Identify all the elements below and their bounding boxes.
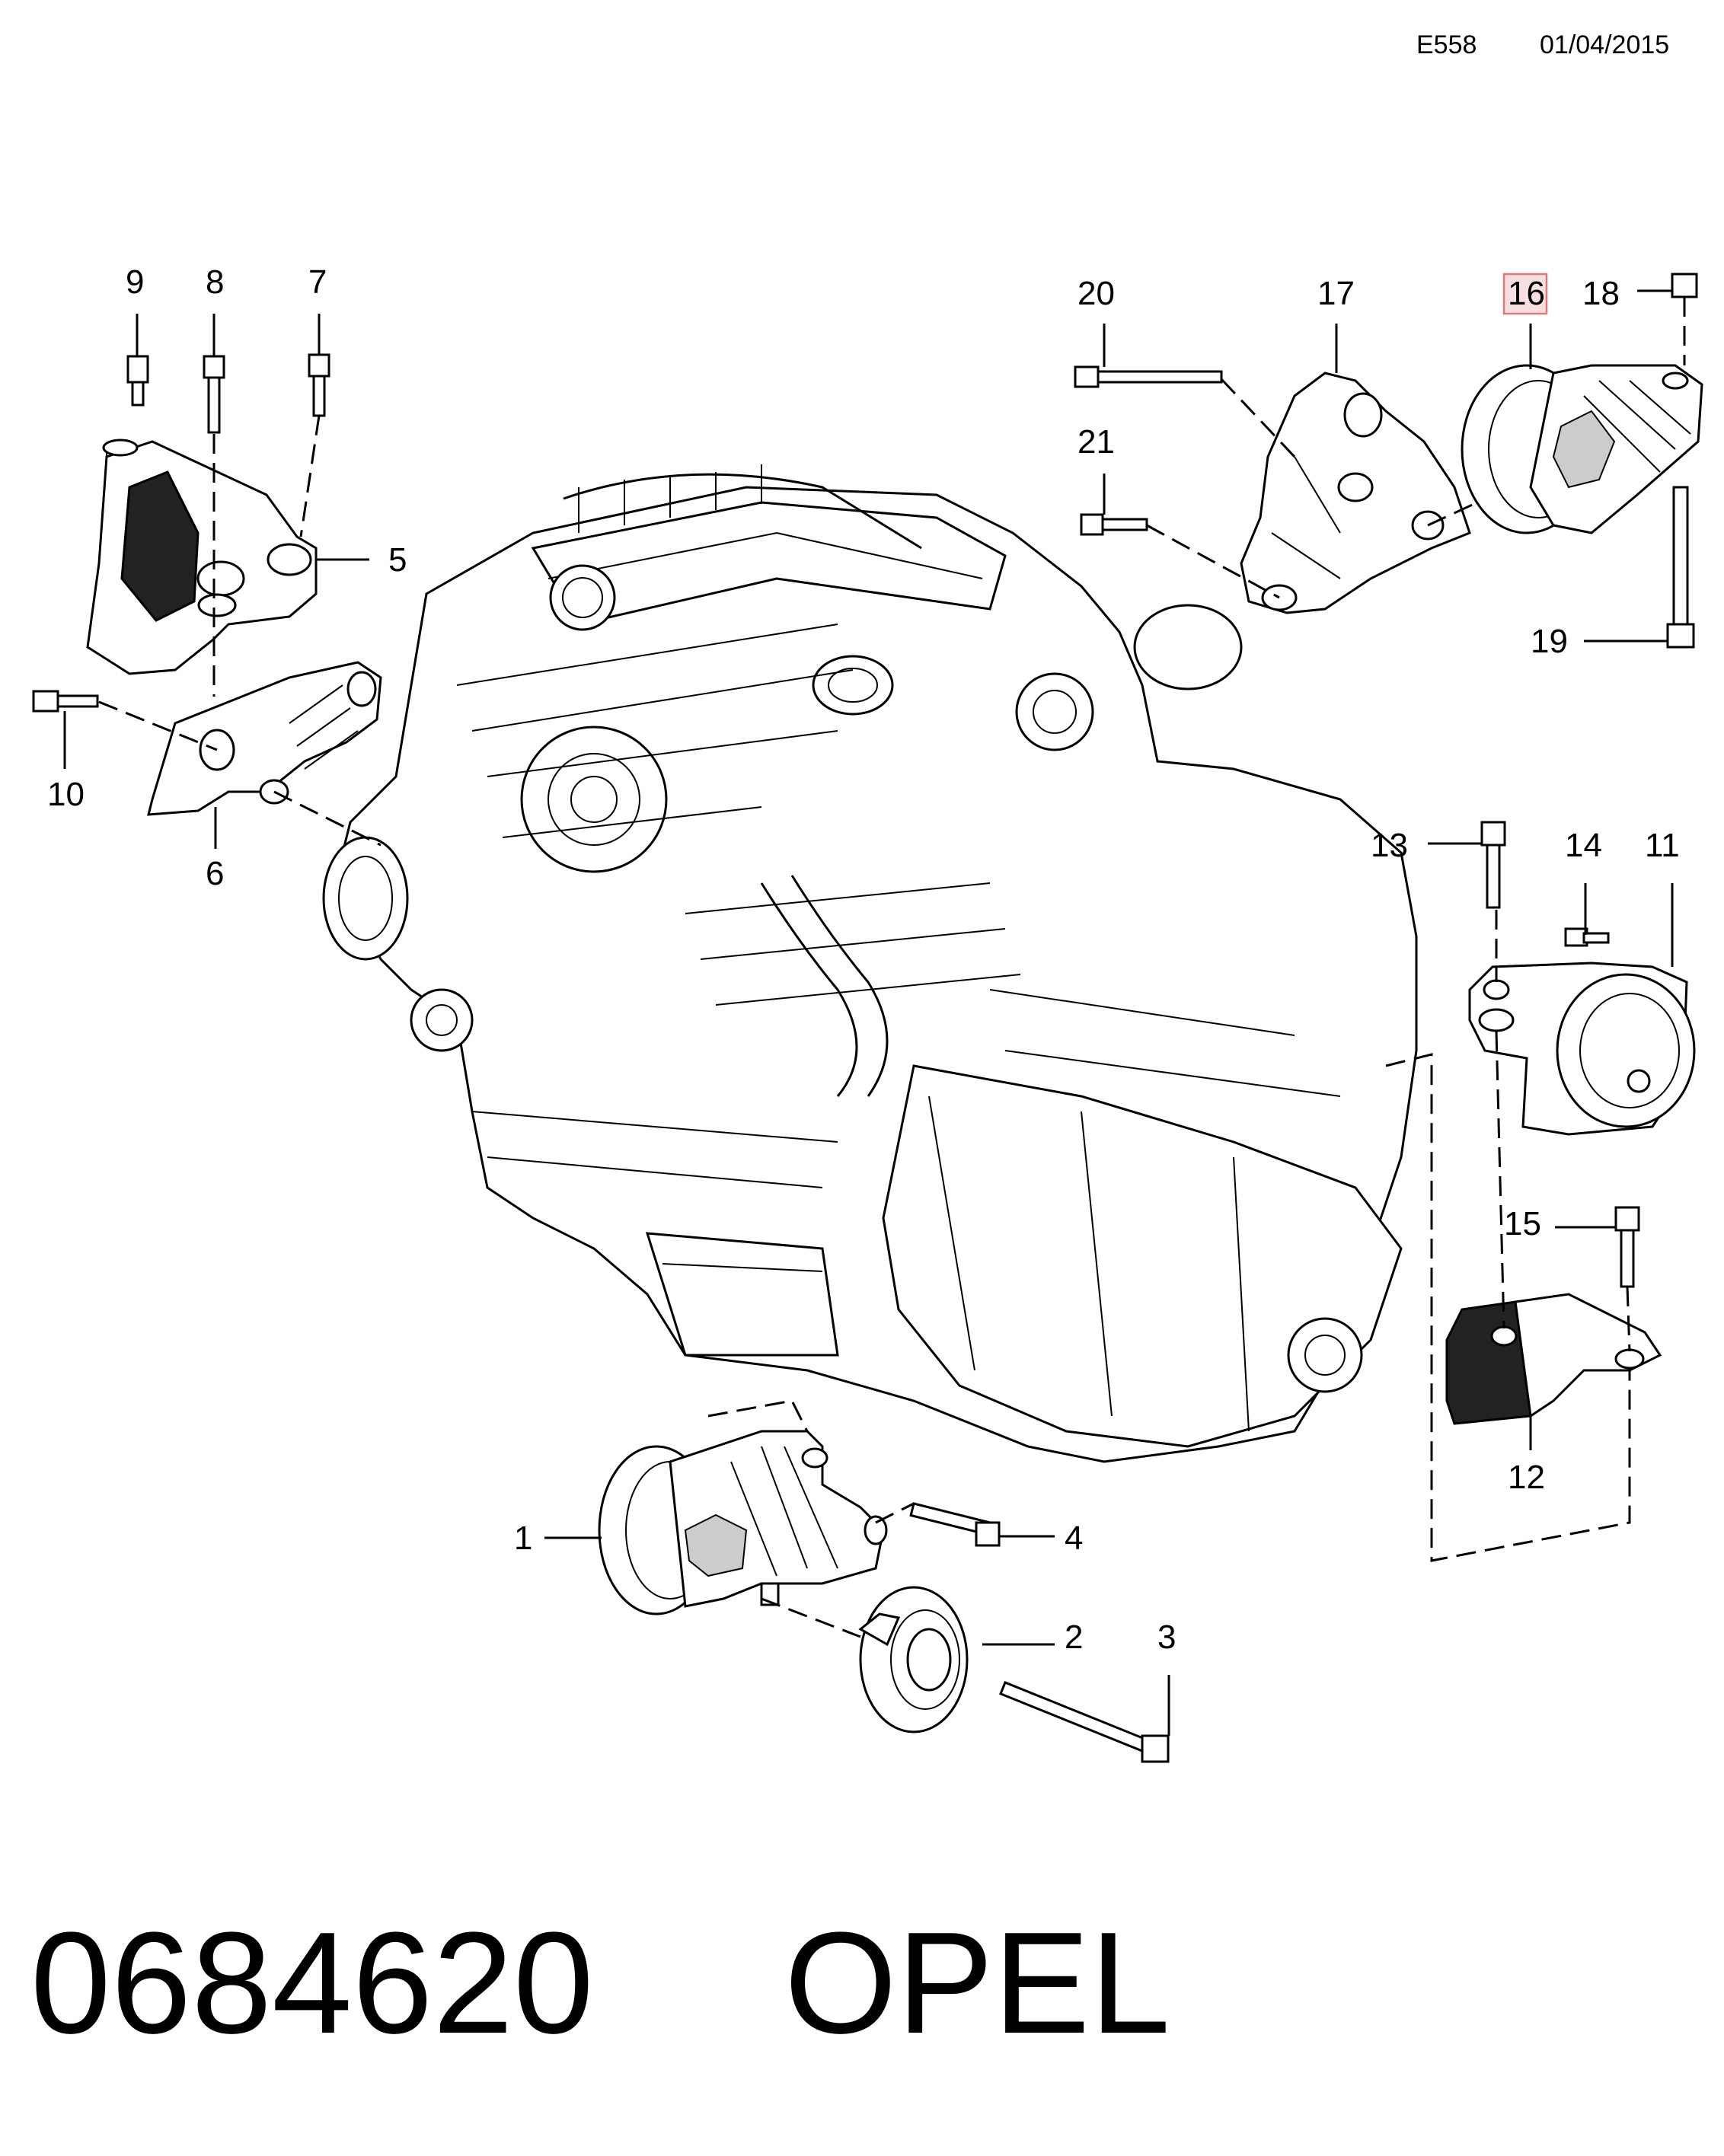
callout-17: 17: [1317, 275, 1355, 312]
callout-5: 5: [388, 541, 407, 579]
transmission-mount-12: [1445, 1293, 1662, 1425]
callout-3: 3: [1157, 1619, 1176, 1656]
callout-labels: 1 2 3 4 5 6 7 8 9 10 11 12 13 14 15 16 1…: [47, 263, 1680, 1656]
callout-13: 13: [1371, 827, 1408, 864]
callout-21: 21: [1078, 423, 1115, 461]
part-number: 0684620: [30, 1902, 594, 2064]
diagram-date: 01/04/2015: [1540, 30, 1669, 59]
diagram-code: E558: [1416, 30, 1477, 59]
callout-1: 1: [514, 1520, 532, 1557]
callout-20: 20: [1078, 275, 1115, 312]
bolt-21: [1080, 513, 1148, 536]
bolt-15: [1614, 1206, 1640, 1288]
bolt-4: [909, 1502, 1001, 1547]
callout-18: 18: [1582, 275, 1620, 312]
bolt-7: [308, 353, 330, 417]
engine-transmission-assembly: [322, 464, 1418, 1463]
callout-12: 12: [1508, 1459, 1545, 1496]
mount-group-left: [32, 314, 382, 849]
callout-15: 15: [1504, 1205, 1541, 1242]
engine-mount-1: [598, 1430, 888, 1615]
bolt-13: [1480, 821, 1506, 909]
bolt-14: [1564, 927, 1610, 947]
transmission-mount-11: [1468, 962, 1696, 1136]
mount-group-right: [1074, 273, 1703, 649]
bolt-3: [999, 1681, 1170, 1763]
bracket-6: [147, 661, 382, 816]
callout-16-highlight: [1502, 273, 1548, 315]
bolt-19: [1666, 486, 1695, 649]
bolt-8: [203, 355, 225, 434]
callout-11: 11: [1645, 827, 1680, 864]
callout-2: 2: [1065, 1619, 1083, 1656]
callout-4: 4: [1065, 1520, 1083, 1557]
bolt-20: [1074, 365, 1223, 388]
mount-group-bottom: [544, 1399, 1170, 1763]
bushing-2: [858, 1586, 969, 1733]
callout-9: 9: [126, 263, 144, 301]
callout-7: 7: [308, 263, 327, 301]
bolt-18: [1671, 273, 1698, 298]
bolt-9: [126, 355, 149, 407]
mount-group-side: [1385, 821, 1696, 1562]
callout-6: 6: [206, 855, 224, 892]
engine-mount-16: [1461, 364, 1703, 534]
callout-16: 16: [1508, 275, 1545, 312]
callout-19: 19: [1531, 623, 1568, 660]
brand-name: OPEL: [784, 1902, 1170, 2064]
callout-8: 8: [206, 263, 224, 301]
callout-10: 10: [47, 776, 85, 813]
bolt-10: [32, 690, 99, 713]
callout-14: 14: [1565, 827, 1602, 864]
